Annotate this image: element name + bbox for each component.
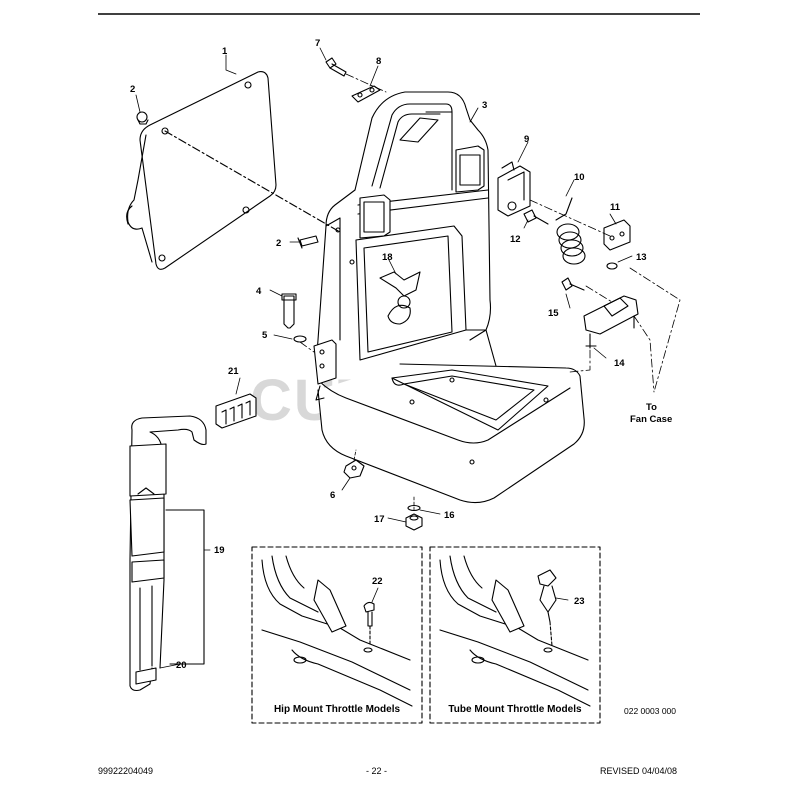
footer-page-number: - 22 - <box>366 766 388 776</box>
callout-3: 3 <box>482 100 487 111</box>
callout-17: 17 <box>374 514 385 525</box>
callout-6: 6 <box>330 490 335 501</box>
callout-18: 18 <box>382 252 393 263</box>
to-fan-case-line2: Fan Case <box>630 414 672 425</box>
part-6-nut <box>343 459 365 479</box>
part-15-screw <box>561 277 585 291</box>
part-4-bolt <box>281 293 297 329</box>
part-14-mount <box>583 295 639 349</box>
part-2-screw-lower <box>297 235 319 249</box>
inset-tube-label: Tube Mount Throttle Models <box>448 704 582 715</box>
callout-23: 23 <box>574 596 585 607</box>
callout-22: 22 <box>372 576 383 587</box>
part-1-cover-plate <box>126 71 277 270</box>
part-11-block <box>603 219 631 251</box>
part-21-clip <box>215 393 257 429</box>
callout-1: 1 <box>222 46 228 57</box>
callout-13: 13 <box>636 252 647 263</box>
part-16-washer <box>407 504 421 512</box>
callout-20: 20 <box>176 660 187 671</box>
leader-lines <box>135 47 681 669</box>
to-fan-case-line1: To <box>646 402 657 413</box>
part-10-spring <box>555 197 586 265</box>
part-17-nut <box>405 513 423 531</box>
part-8-plate <box>351 85 381 103</box>
callout-8: 8 <box>376 56 381 67</box>
callout-14: 14 <box>614 358 625 369</box>
footer-revised: REVISED 04/04/08 <box>600 766 678 776</box>
part-5-washer <box>293 335 307 343</box>
inset-hip-label: Hip Mount Throttle Models <box>274 704 401 715</box>
callout-9: 9 <box>524 134 529 145</box>
inset-hip-frame <box>251 546 423 724</box>
inset-hip-drawing <box>261 555 413 707</box>
callout-12: 12 <box>510 234 521 245</box>
callout-7: 7 <box>315 38 320 49</box>
inset-tube-drawing <box>439 555 591 707</box>
part-19-shoulder-strap <box>129 415 207 692</box>
callout-19: 19 <box>214 545 225 556</box>
callout-2-upper: 2 <box>130 84 135 95</box>
callout-labels: 1 2 2 3 4 5 6 7 8 9 10 11 12 13 14 15 16… <box>130 38 676 716</box>
leader-line <box>164 130 341 233</box>
part-9-bracket <box>497 161 531 217</box>
footer-part-number: 99922204049 <box>98 766 154 776</box>
callout-2-lower: 2 <box>276 238 281 249</box>
callout-19-bracket <box>165 509 205 665</box>
part-7-screw <box>325 57 347 77</box>
callout-15: 15 <box>548 308 559 319</box>
part-12-screw <box>523 209 549 225</box>
part-3-back-frame <box>313 91 585 504</box>
part-2-plug-upper <box>136 111 149 125</box>
callout-4: 4 <box>256 286 262 297</box>
inset-tube-frame <box>429 546 601 724</box>
callout-10: 10 <box>574 172 585 183</box>
callout-5: 5 <box>262 330 268 341</box>
drawing-number: 022 0003 000 <box>624 706 676 716</box>
callout-21: 21 <box>228 366 239 377</box>
callout-16: 16 <box>444 510 455 521</box>
part-18-wing-nut <box>379 271 421 325</box>
callout-11: 11 <box>610 202 621 213</box>
part-13-washer <box>606 262 618 270</box>
